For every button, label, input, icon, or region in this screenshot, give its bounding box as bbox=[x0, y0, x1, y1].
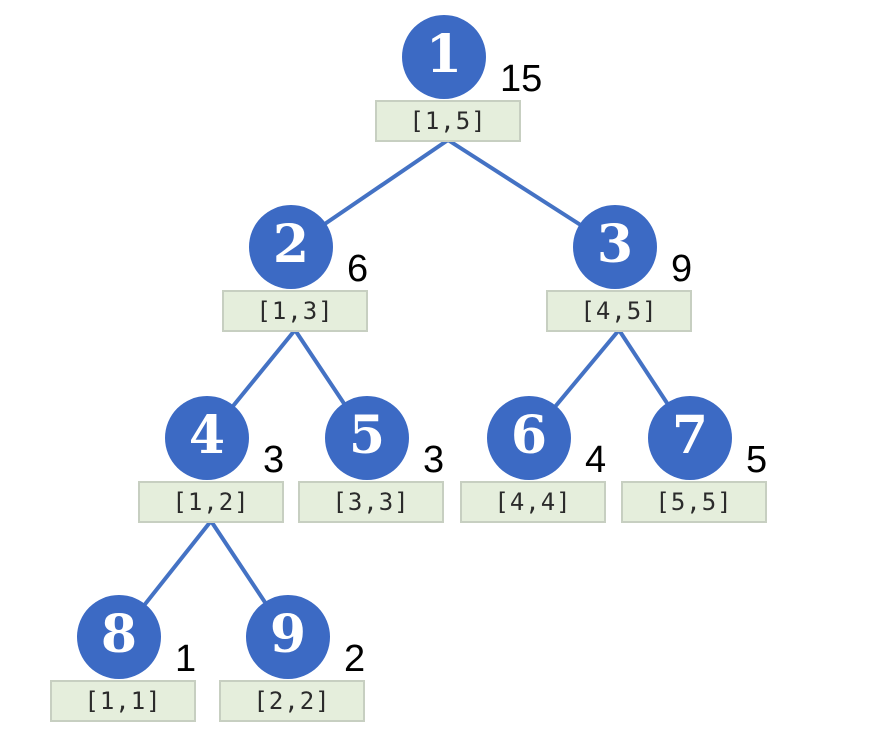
node-sum-value: 6 bbox=[347, 248, 369, 290]
node-range-label: [1,1] bbox=[84, 687, 162, 715]
node-number: 4 bbox=[188, 405, 226, 466]
tree-node-circle-3: 3 bbox=[573, 205, 657, 289]
node-number: 3 bbox=[596, 214, 634, 275]
tree-node-circle-9: 9 bbox=[246, 595, 330, 679]
node-number: 5 bbox=[348, 405, 386, 466]
node-number: 8 bbox=[100, 604, 138, 665]
node-sum-value: 5 bbox=[746, 439, 768, 481]
node-range-label: [4,5] bbox=[580, 297, 658, 325]
node-range-label: [3,3] bbox=[332, 488, 410, 516]
tree-node-circle-4: 4 bbox=[165, 396, 249, 480]
node-number: 9 bbox=[269, 604, 307, 665]
node-sum-value: 2 bbox=[344, 638, 366, 680]
node-sum-value: 1 bbox=[175, 638, 197, 680]
node-number: 6 bbox=[510, 405, 548, 466]
node-range-label: [2,2] bbox=[253, 687, 331, 715]
node-sum-value: 15 bbox=[500, 58, 543, 100]
node-range-label: [5,5] bbox=[655, 488, 733, 516]
node-range-label: [1,3] bbox=[256, 297, 334, 325]
node-range-box: [4,4] bbox=[460, 481, 606, 523]
node-range-label: [1,2] bbox=[172, 488, 250, 516]
tree-node-circle-8: 8 bbox=[77, 595, 161, 679]
node-number: 7 bbox=[671, 405, 709, 466]
node-range-box: [1,1] bbox=[50, 680, 196, 722]
node-range-box: [1,3] bbox=[222, 290, 368, 332]
tree-node-circle-5: 5 bbox=[325, 396, 409, 480]
node-sum-value: 4 bbox=[585, 439, 607, 481]
node-number: 1 bbox=[425, 24, 463, 85]
node-range-box: [2,2] bbox=[219, 680, 365, 722]
tree-node-circle-7: 7 bbox=[648, 396, 732, 480]
node-sum-value: 3 bbox=[263, 439, 285, 481]
tree-node-circle-2: 2 bbox=[249, 205, 333, 289]
node-range-box: [5,5] bbox=[621, 481, 767, 523]
tree-node-circle-6: 6 bbox=[487, 396, 571, 480]
node-sum-value: 3 bbox=[423, 439, 445, 481]
node-range-box: [1,2] bbox=[138, 481, 284, 523]
node-range-box: [3,3] bbox=[298, 481, 444, 523]
node-range-box: [1,5] bbox=[375, 100, 521, 142]
node-range-label: [4,4] bbox=[494, 488, 572, 516]
tree-node-circle-1: 1 bbox=[402, 15, 486, 99]
node-range-label: [1,5] bbox=[409, 107, 487, 135]
node-number: 2 bbox=[272, 214, 310, 275]
node-range-box: [4,5] bbox=[546, 290, 692, 332]
node-sum-value: 9 bbox=[671, 248, 693, 290]
